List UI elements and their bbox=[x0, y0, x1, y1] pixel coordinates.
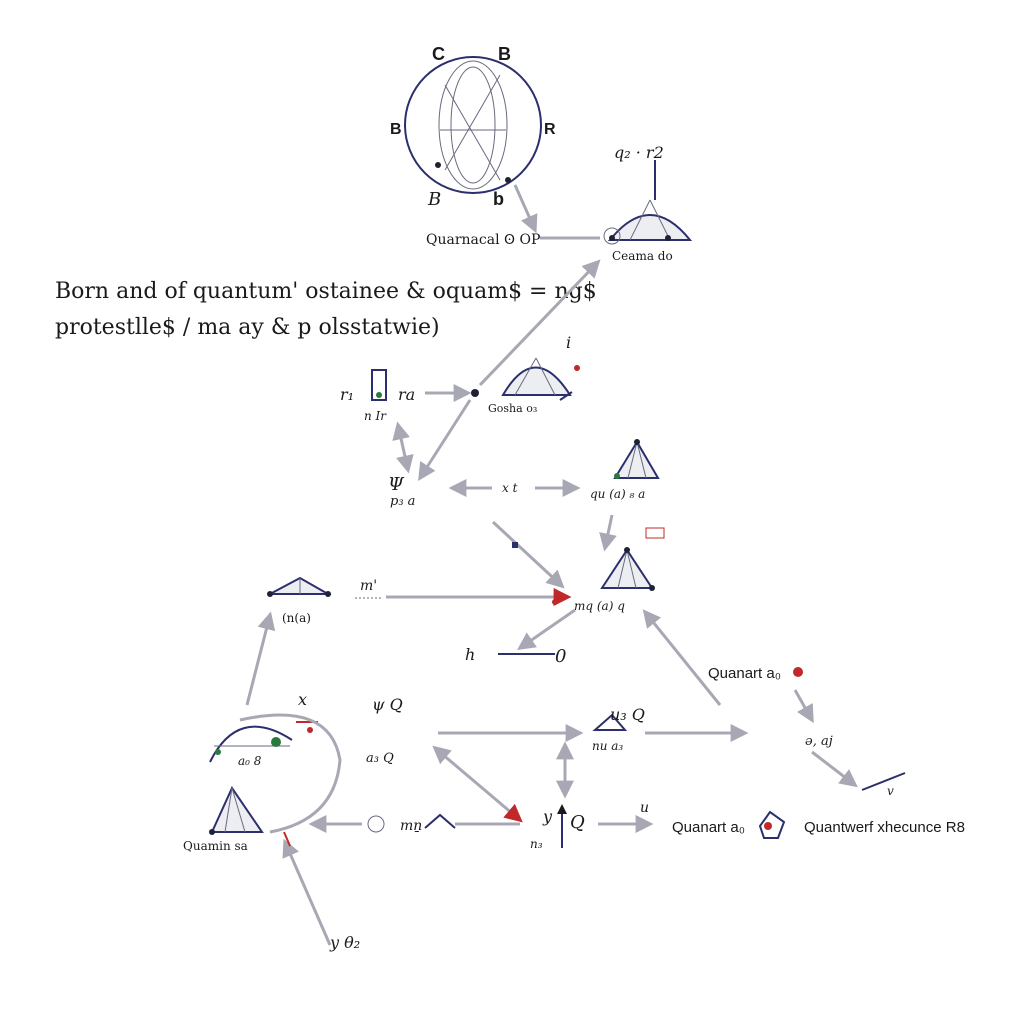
arrow-to-v bbox=[811, 750, 858, 788]
h-label: h bbox=[465, 645, 475, 664]
mid-right-triangle: qu (a) ₈ a bbox=[590, 439, 660, 501]
sphere-label-right: R bbox=[544, 121, 556, 138]
arrow-sphere-to-quarnacal bbox=[513, 184, 538, 234]
ul-center-label: u₃ Q bbox=[610, 705, 645, 724]
lower-left-a-label: a₀ 8 bbox=[238, 754, 262, 768]
midright-label: qu (a) ₈ a bbox=[590, 487, 645, 501]
psi-bottom-label: y θ₂ bbox=[329, 933, 360, 952]
tri-a-label: (n(a) bbox=[282, 611, 311, 625]
arrow-diagonal-to-mq bbox=[491, 520, 565, 589]
arrow-gosha-to-psi bbox=[418, 399, 472, 482]
lower-left-triangle: Quamin sa bbox=[183, 785, 264, 853]
arrow-to-top-dome bbox=[478, 259, 601, 387]
sphere-dot bbox=[505, 177, 511, 183]
y-up-label: y bbox=[542, 807, 553, 826]
left-r-label: r₁ bbox=[340, 385, 354, 404]
left-small-object: r₁ ra n Ir bbox=[340, 369, 415, 423]
u-lower-label: u bbox=[640, 800, 649, 816]
sphere-diagonal-2 bbox=[444, 74, 501, 171]
lower-left-circle: a₀ 8 bbox=[209, 725, 293, 768]
gosha-dome: i Gosha o₃ bbox=[471, 333, 580, 415]
quanart-lower-label: Quanart a₀ bbox=[672, 819, 745, 836]
psi-center-label: ψ Q bbox=[372, 695, 403, 714]
gosha-label: Gosha o₃ bbox=[488, 402, 537, 415]
sphere-inner-ellipse bbox=[438, 60, 508, 190]
arrow-quarat-to-mq bbox=[642, 609, 722, 706]
sphere-outline bbox=[404, 56, 542, 194]
arrow-left-down bbox=[392, 421, 414, 474]
mnt-label: mṉ bbox=[400, 818, 422, 834]
mid-xt-label: x t bbox=[502, 481, 518, 495]
quantum-sequence-label: Quantwerf xhecunce R8 bbox=[804, 819, 965, 836]
quarat-a-label: Quanart a₀ bbox=[708, 665, 781, 682]
curved-arrow bbox=[239, 713, 342, 834]
aq-small-label: a₃ Q bbox=[366, 751, 394, 766]
small-eq-label: ə, aj bbox=[805, 734, 833, 749]
caption-line2: protestlle$ / ma ay & p olsstatwie) bbox=[55, 315, 440, 340]
sphere-inner-ellipse-2 bbox=[450, 66, 496, 184]
arrow-quarat-down bbox=[793, 689, 814, 724]
arrow-midright-down bbox=[599, 514, 617, 552]
mq-triangle: mq (a) q bbox=[574, 547, 655, 613]
small-v-label: v bbox=[887, 784, 894, 798]
quarnacal-label: Quarnacal Ꙩ OP bbox=[426, 232, 540, 248]
left-ra-label: ra bbox=[398, 385, 415, 404]
n-sub-label: n₃ bbox=[530, 837, 543, 851]
caption-line1: Born and of quantum' ostainee & oquam$ =… bbox=[55, 279, 597, 304]
arrow-to-psi-bottom bbox=[282, 838, 332, 946]
arrow-center-diagonal bbox=[432, 745, 523, 823]
pa-label: p₃ a bbox=[390, 494, 415, 509]
arrow-mq-to-h bbox=[517, 608, 576, 651]
i-label: i bbox=[566, 333, 571, 352]
center-right-triangle: u₃ Q nu a₃ bbox=[592, 705, 645, 753]
psi-label: Ψ bbox=[388, 474, 405, 495]
quamin-label: Quamin sa bbox=[183, 839, 248, 853]
tri-a-left: (n(a) m' bbox=[267, 576, 382, 625]
dome-shape bbox=[607, 214, 693, 241]
sphere-label-bottom-right: b bbox=[493, 189, 504, 209]
ceamado-label: Ceama do bbox=[612, 249, 673, 263]
sphere-label-left: B bbox=[390, 121, 402, 138]
arrow-tri-to-circle bbox=[245, 611, 276, 706]
left-nr-label: n Ir bbox=[364, 409, 387, 423]
zero-label: 0 bbox=[555, 646, 566, 667]
q-up-label: Q bbox=[570, 812, 585, 833]
red-marker-box bbox=[645, 527, 665, 539]
mq-label: mq (a) q bbox=[574, 599, 625, 613]
top-sphere-group: C B B R B b bbox=[390, 44, 556, 210]
x-red-label: x bbox=[298, 690, 307, 709]
sphere-diagonal bbox=[444, 84, 501, 181]
sphere-label-top-left: C bbox=[432, 44, 445, 64]
sphere-dot bbox=[435, 162, 441, 168]
tri-a-m-label: m' bbox=[360, 578, 377, 594]
sphere-label-bottom-left: B bbox=[427, 189, 441, 210]
sphere-label-top-right: B bbox=[498, 44, 511, 64]
top-right-dome: q₂ · r2 Ceama do bbox=[603, 143, 693, 263]
qcorner-label: q₂ · r2 bbox=[614, 143, 664, 162]
ul-center2-label: nu a₃ bbox=[592, 739, 623, 753]
